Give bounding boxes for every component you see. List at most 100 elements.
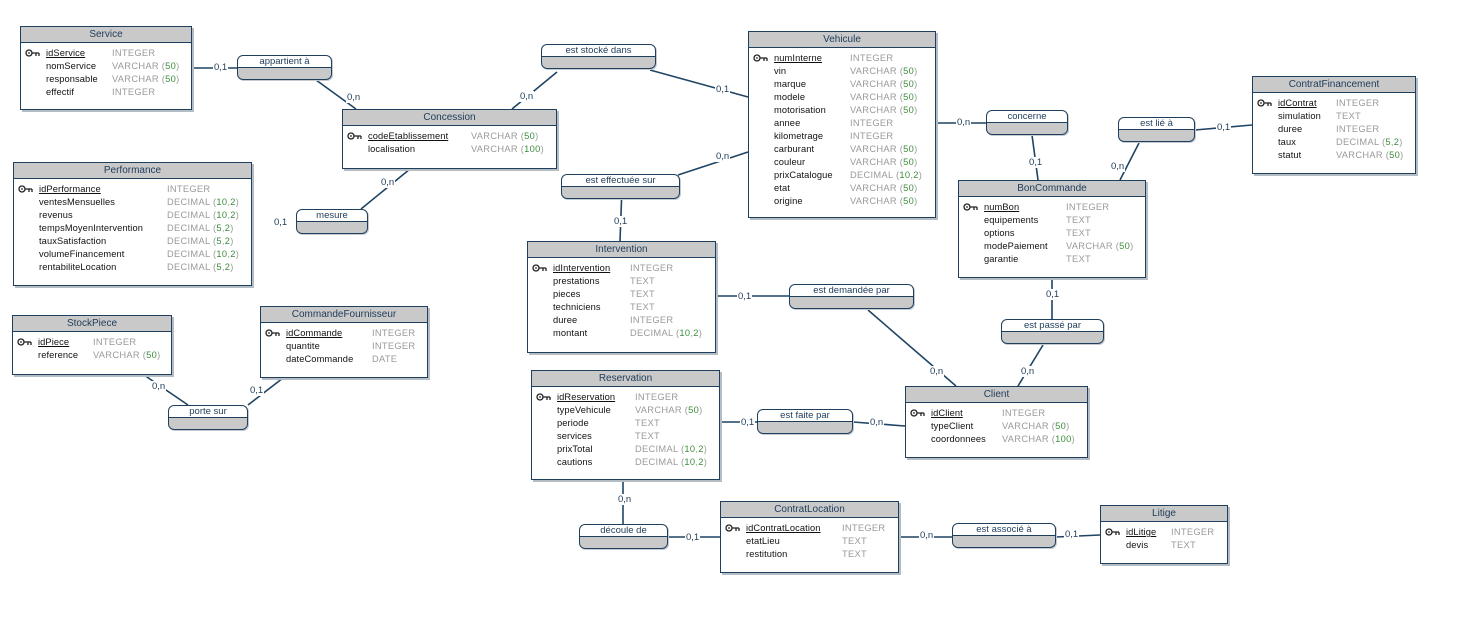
key-icon bbox=[17, 337, 33, 347]
field-name: pieces bbox=[553, 289, 581, 299]
field-row: couleur VARCHAR (50) bbox=[749, 156, 935, 169]
field-name: idLitige bbox=[1126, 527, 1157, 537]
field-type: INTEGER bbox=[1336, 124, 1380, 134]
association-portesur[interactable]: porte sur bbox=[168, 405, 248, 430]
relationship-line bbox=[1119, 142, 1140, 181]
field-name: motorisation bbox=[774, 105, 826, 115]
association-mesure[interactable]: mesure bbox=[296, 209, 368, 234]
field-type: INTEGER bbox=[372, 341, 416, 351]
association-passe[interactable]: est passé par bbox=[1001, 319, 1104, 344]
cardinality-label: 0,1 bbox=[1028, 157, 1044, 168]
field-type: INTEGER bbox=[635, 392, 679, 402]
association-decoule[interactable]: découle de bbox=[579, 524, 668, 549]
field-type: VARCHAR (50) bbox=[850, 92, 918, 102]
field-row: modele VARCHAR (50) bbox=[749, 91, 935, 104]
entity-title: ContratLocation bbox=[721, 502, 898, 518]
field-type: VARCHAR (50) bbox=[850, 105, 918, 115]
field-name: services bbox=[557, 431, 592, 441]
association-estlie[interactable]: est lié à bbox=[1118, 117, 1195, 142]
cardinality-label: 0,n bbox=[956, 117, 972, 128]
field-name: dateCommande bbox=[286, 354, 354, 364]
field-type: VARCHAR (50) bbox=[635, 405, 703, 415]
association-associe[interactable]: est associé à bbox=[952, 523, 1056, 548]
association-appartient[interactable]: appartient à bbox=[237, 55, 332, 80]
field-name: marque bbox=[774, 79, 807, 89]
field-type: TEXT bbox=[1171, 540, 1196, 550]
field-name: modele bbox=[774, 92, 806, 102]
field-type: DECIMAL (10,2) bbox=[167, 249, 240, 259]
association-faite[interactable]: est faite par bbox=[757, 409, 853, 434]
field-type: DECIMAL (10,2) bbox=[850, 170, 923, 180]
field-name: idIntervention bbox=[553, 263, 611, 273]
field-type: VARCHAR (50) bbox=[850, 66, 918, 76]
entity-title: CommandeFournisseur bbox=[261, 307, 427, 323]
entity-title: Service bbox=[21, 27, 191, 43]
association-stocke[interactable]: est stocké dans bbox=[541, 44, 656, 69]
key-icon bbox=[536, 392, 552, 402]
cardinality-label: 0,n bbox=[519, 91, 535, 102]
field-name: montant bbox=[553, 328, 588, 338]
field-name: numInterne bbox=[774, 53, 823, 63]
field-name: kilometrage bbox=[774, 131, 824, 141]
association-label: est demandée par bbox=[813, 285, 890, 296]
field-type: DECIMAL (10,2) bbox=[167, 197, 240, 207]
field-name: volumeFinancement bbox=[39, 249, 125, 259]
field-name: idCommande bbox=[286, 328, 343, 338]
field-name: idService bbox=[46, 48, 86, 58]
field-name: couleur bbox=[774, 157, 806, 167]
field-type: INTEGER bbox=[1336, 98, 1380, 108]
association-effectuee[interactable]: est effectuée sur bbox=[561, 174, 680, 199]
field-name: taux bbox=[1278, 137, 1296, 147]
association-demandee[interactable]: est demandée par bbox=[789, 284, 914, 309]
field-type: VARCHAR (50) bbox=[1336, 150, 1404, 160]
field-name: ventesMensuelles bbox=[39, 197, 116, 207]
field-type: TEXT bbox=[1336, 111, 1361, 121]
entity-title: Vehicule bbox=[749, 32, 935, 48]
field-name: idReservation bbox=[557, 392, 616, 402]
field-type: VARCHAR (50) bbox=[850, 157, 918, 167]
association-label: découle de bbox=[600, 525, 647, 536]
association-concerne[interactable]: concerne bbox=[986, 110, 1068, 135]
field-type: INTEGER bbox=[112, 87, 156, 97]
relationship-line bbox=[511, 71, 558, 110]
association-label: concerne bbox=[1007, 111, 1047, 122]
field-type: TEXT bbox=[630, 302, 655, 312]
